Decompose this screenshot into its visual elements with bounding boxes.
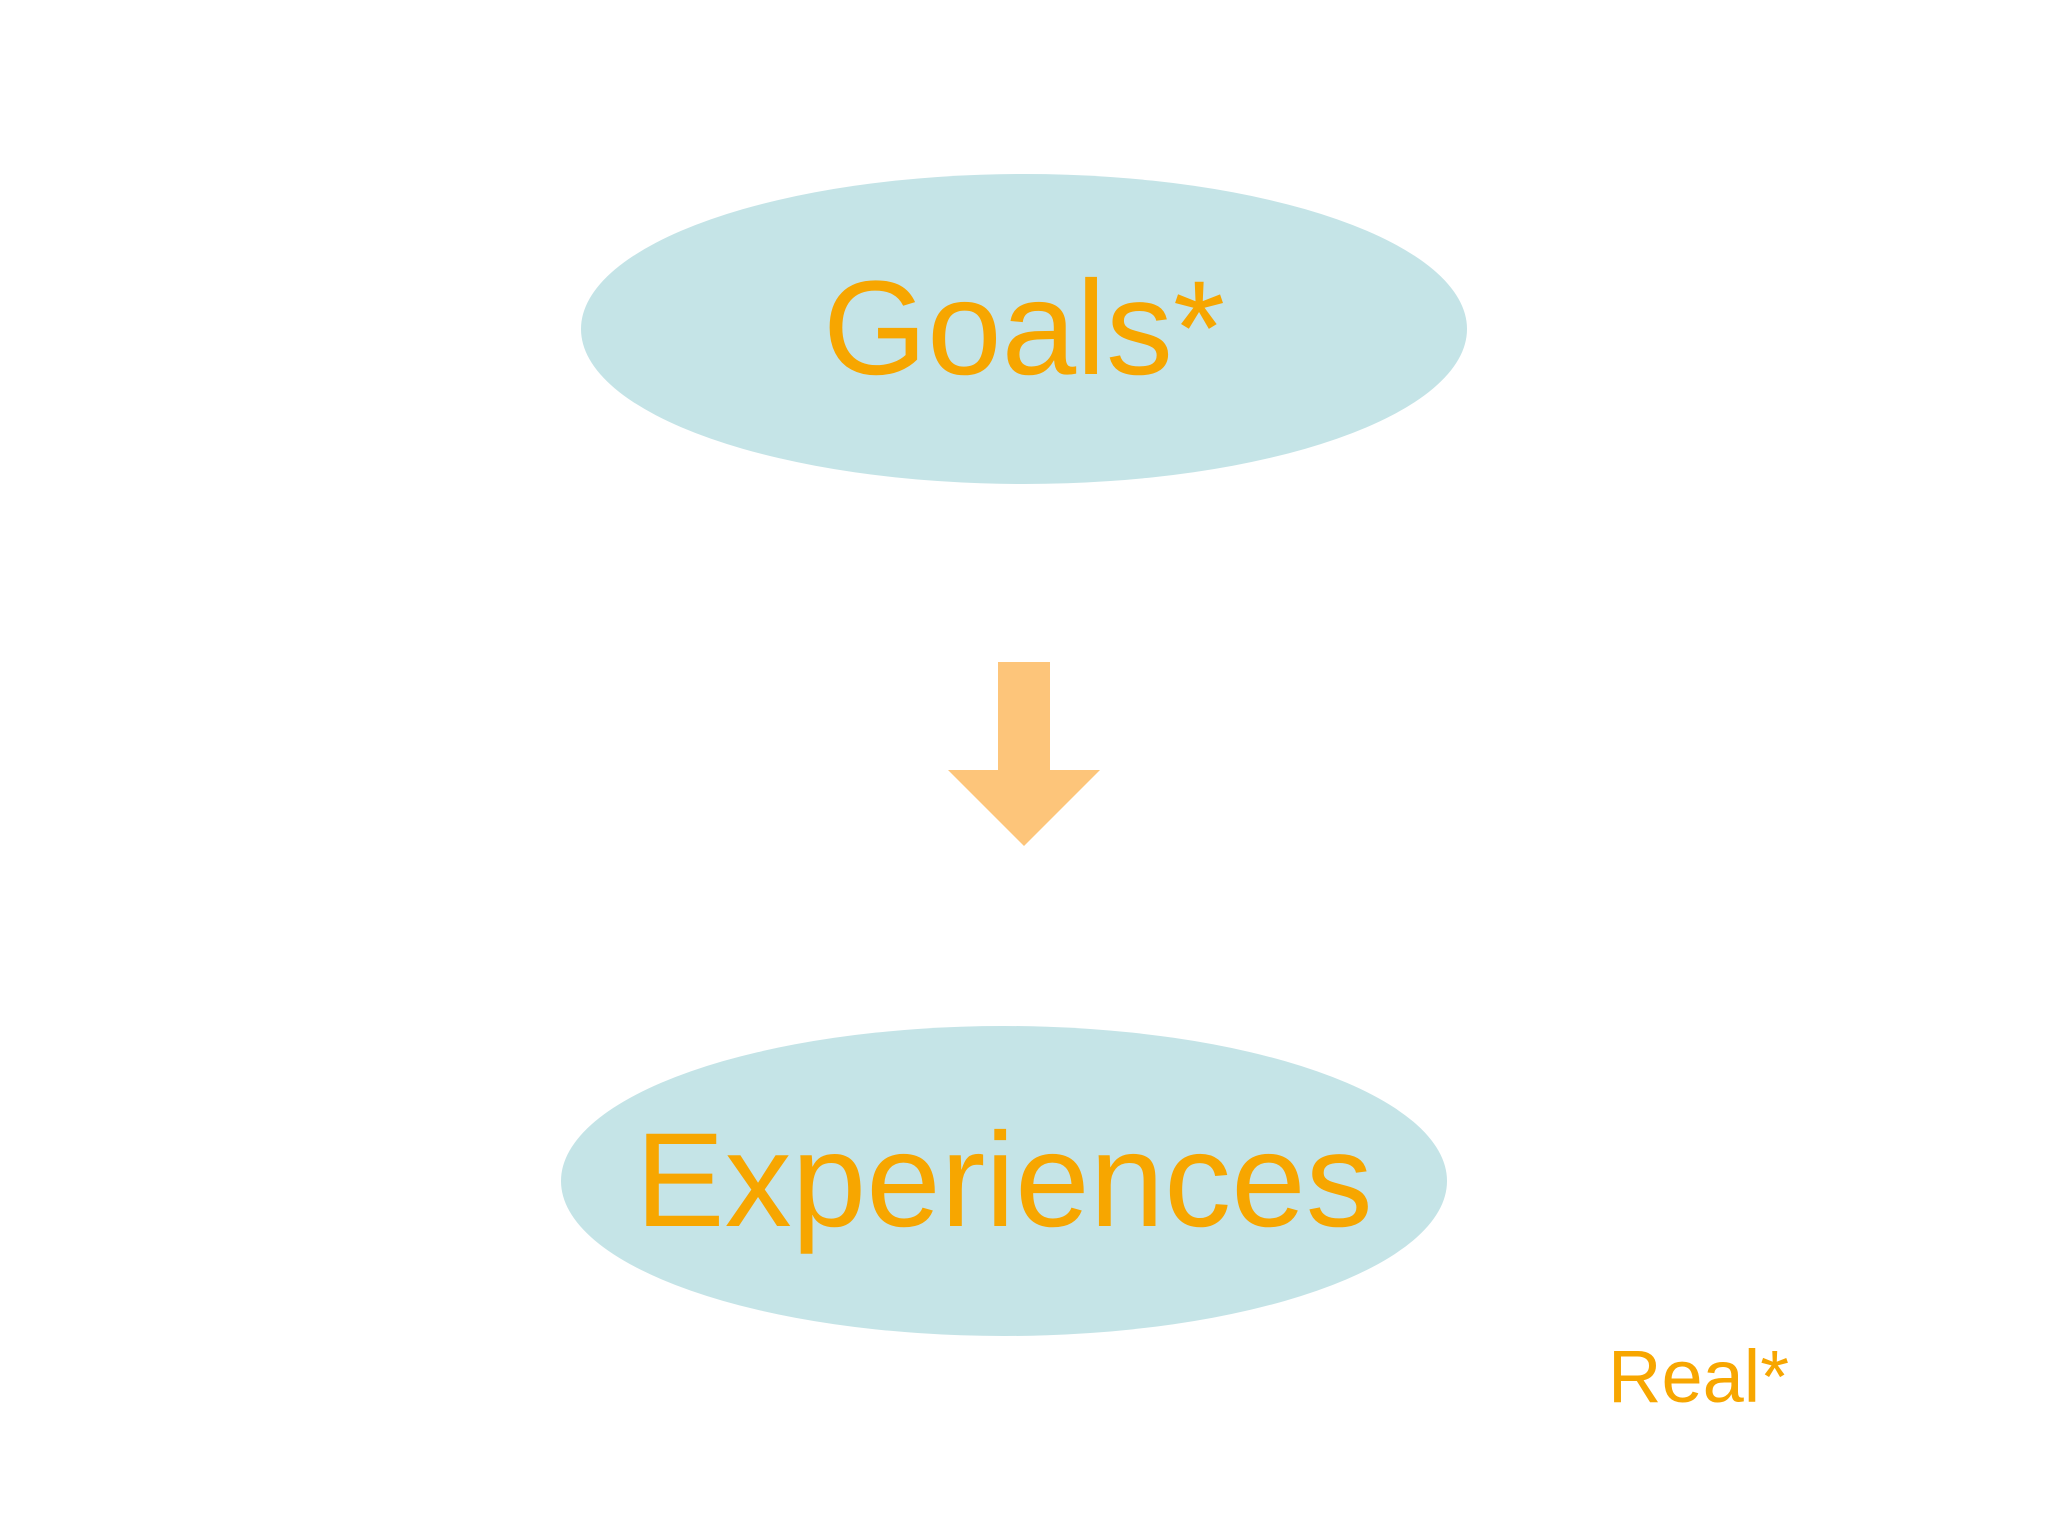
arrow-down [948,662,1100,846]
real-note: Real* [1608,1335,1789,1418]
experiences-node [561,1026,1447,1336]
goals-node [581,174,1467,484]
experiences-label: Experiences [635,1106,1372,1255]
goals-label: Goals* [823,254,1225,403]
